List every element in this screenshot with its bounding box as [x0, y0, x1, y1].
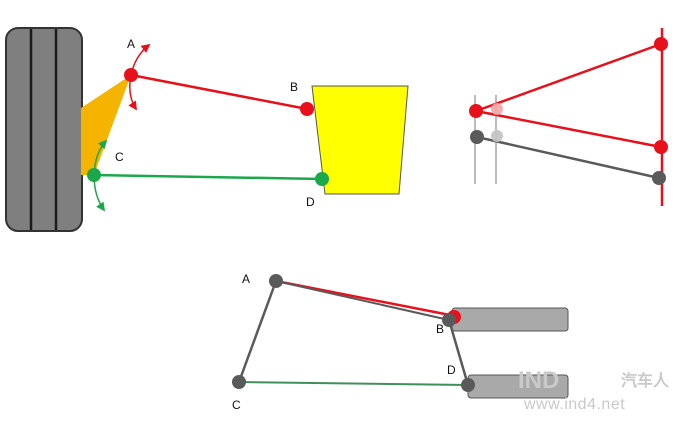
- plan-joint-outer-gray: [470, 130, 484, 144]
- label-top-a: A: [127, 37, 135, 51]
- joint-a: [124, 68, 138, 82]
- plan-view-diagram: [469, 28, 668, 206]
- plan-joint-inner-gray: [652, 171, 666, 185]
- label-bottom-c: C: [232, 398, 241, 412]
- steering-knuckle: [81, 75, 131, 175]
- label-top-c: C: [115, 150, 124, 164]
- ghost-joint-gray: [491, 130, 503, 142]
- watermark: IND 汽车人 www.ind4.net: [518, 367, 670, 413]
- linkage-schematic: A B C D: [232, 272, 569, 412]
- schematic-joint-a: [269, 274, 283, 288]
- lower-link: [476, 135, 660, 180]
- label-bottom-b: B: [436, 322, 444, 336]
- tire: [5, 27, 83, 232]
- chassis-block: [311, 85, 409, 195]
- schematic-arm-cd: [238, 381, 469, 386]
- plan-joint-front: [654, 37, 668, 51]
- schematic-joint-b: [442, 313, 456, 327]
- upper-arm-front: [475, 42, 662, 113]
- schematic-arm-ab: [275, 280, 450, 321]
- schematic-link-ac: [237, 280, 278, 383]
- schematic-joint-d: [461, 378, 475, 392]
- frame-block-upper: [451, 307, 569, 332]
- label-bottom-a: A: [242, 272, 250, 286]
- label-top-d: D: [306, 195, 315, 209]
- watermark-url: www.ind4.net: [523, 396, 625, 413]
- joint-b: [300, 102, 314, 116]
- ghost-joint-red: [491, 103, 503, 115]
- upper-arm-rear: [475, 109, 662, 149]
- upper-arm-ab: [130, 73, 308, 111]
- lower-arm-cd: [93, 173, 323, 181]
- label-bottom-d: D: [447, 363, 456, 377]
- plan-joint-rear: [654, 140, 668, 154]
- watermark-name: 汽车人: [621, 371, 670, 390]
- joint-c: [87, 168, 101, 182]
- schematic-joint-c: [232, 375, 246, 389]
- watermark-logo: IND: [518, 367, 559, 394]
- schematic-link-bd: [447, 319, 470, 386]
- label-top-b: B: [290, 80, 298, 94]
- front-view-diagram: A B C D: [5, 27, 409, 232]
- joint-d: [315, 172, 329, 186]
- plan-joint-outer-red: [469, 104, 483, 118]
